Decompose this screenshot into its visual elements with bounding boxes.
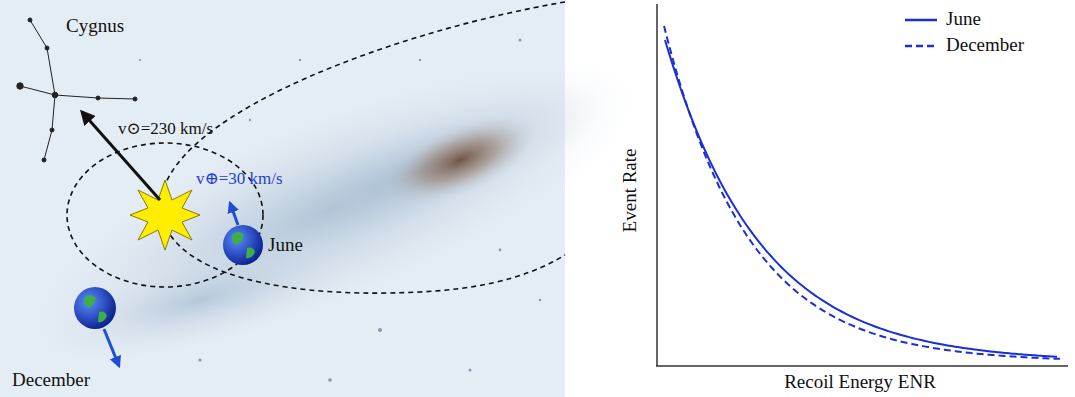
legend-sample xyxy=(905,45,937,48)
velocity-label: v⊙=230 km/s xyxy=(118,120,213,139)
month-label: June xyxy=(268,235,303,256)
legend-sample xyxy=(905,19,937,22)
earth-june xyxy=(223,225,263,265)
galactic-disk xyxy=(0,0,672,397)
rate-curve xyxy=(664,26,1060,359)
rate-curve xyxy=(665,40,1057,357)
y-axis xyxy=(656,4,658,366)
sun-symbol xyxy=(130,180,200,250)
galactic-core xyxy=(368,96,552,225)
solar-path xyxy=(161,2,565,293)
constellation-name: Cygnus xyxy=(66,16,124,37)
earth-velocity-arrow xyxy=(230,203,238,225)
legend-text: June xyxy=(946,9,981,30)
legend-text: December xyxy=(946,35,1024,56)
earth-velocity-arrow xyxy=(104,329,119,366)
month-label: December xyxy=(12,370,90,391)
constellation xyxy=(17,18,137,162)
earth-december xyxy=(74,287,116,329)
axis-title: Recoil Energy ENR xyxy=(784,372,936,393)
earth-orbit xyxy=(67,143,263,287)
galactic-arm xyxy=(24,213,376,388)
axis-title: Event Rate xyxy=(620,148,641,232)
x-axis xyxy=(656,365,1068,367)
velocity-label: v⊕=30 km/s xyxy=(196,170,283,189)
stars xyxy=(139,39,541,382)
